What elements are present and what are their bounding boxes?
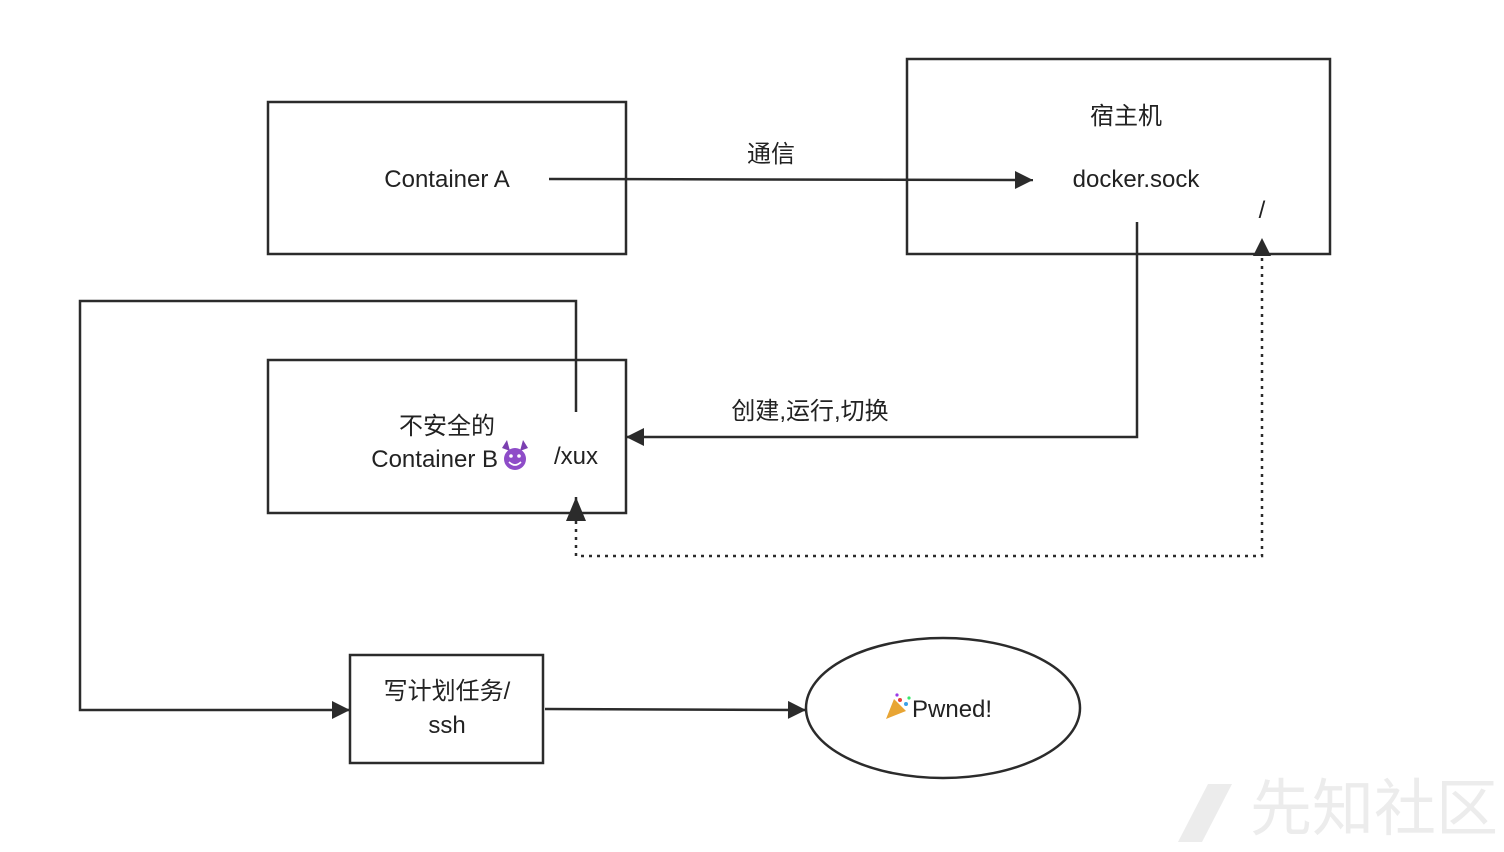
party-popper-icon	[886, 693, 911, 719]
cron-ssh-line2: ssh	[428, 712, 465, 739]
pwned-label: Pwned!	[912, 696, 992, 723]
watermark-text: 先知社区	[1250, 772, 1498, 845]
container-b-line2: Container B	[371, 446, 498, 473]
xux-mount-label: /xux	[554, 443, 598, 470]
edge-xux-to-cron	[78, 299, 578, 719]
host-title: 宿主机	[1090, 103, 1162, 130]
container-b-name: Container B	[371, 446, 498, 473]
watermark-logo-icon	[1178, 784, 1232, 842]
watermark: 先知社区	[1178, 772, 1498, 845]
docker-sock-label: docker.sock	[1073, 166, 1201, 193]
edge-a-to-sock: 通信	[548, 141, 1034, 189]
edge-sock-to-b: 创建,运行,切换	[626, 222, 1139, 446]
edge-root-mount-dotted	[566, 238, 1271, 558]
edge-sock-to-b-label: 创建,运行,切换	[731, 398, 888, 425]
host-box	[905, 57, 1332, 256]
container-a-label: Container A	[384, 166, 509, 193]
host-root-label: /	[1259, 197, 1266, 224]
devil-emoji-icon	[502, 440, 528, 470]
cron-ssh-line1: 写计划任务/	[384, 678, 511, 705]
container-b-box	[266, 358, 628, 515]
cron-ssh-box	[348, 653, 545, 765]
edge-a-to-sock-label: 通信	[747, 141, 795, 168]
container-b-line1: 不安全的	[399, 413, 495, 440]
pwned-ellipse	[804, 636, 1082, 780]
edge-cron-to-pwned	[544, 700, 807, 719]
